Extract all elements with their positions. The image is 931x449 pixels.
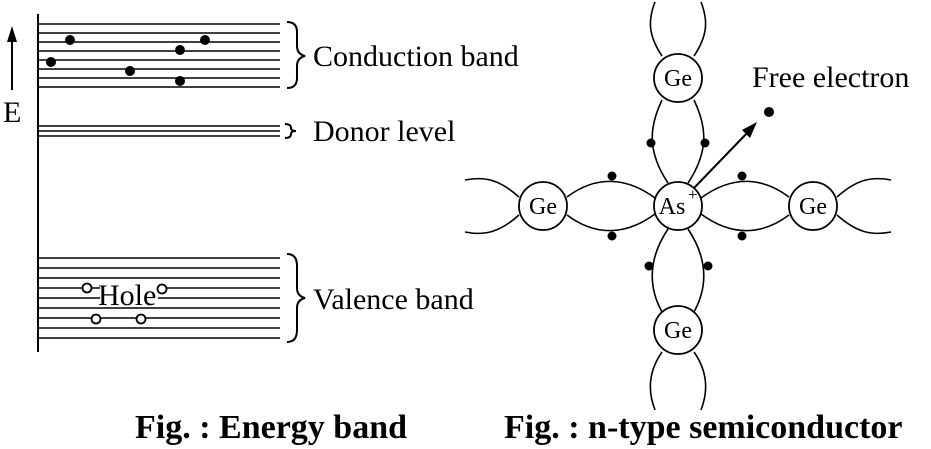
hole-circle bbox=[90, 313, 102, 325]
valence-holes bbox=[81, 282, 168, 325]
bond-line bbox=[464, 177, 520, 198]
n-type-semiconductor-diagram: Ge Ge Ge Ge As + Free electron Fig. : n-… bbox=[464, 1, 909, 446]
as-atom-center: As + bbox=[653, 181, 703, 231]
bond-line bbox=[566, 180, 656, 199]
n-type-caption: Fig. : n-type semiconductor bbox=[504, 409, 903, 446]
electron-dot bbox=[175, 76, 185, 86]
energy-axis-label: E bbox=[3, 96, 21, 129]
bond-line bbox=[836, 177, 892, 198]
electron-dot bbox=[65, 35, 75, 45]
hole-circle bbox=[135, 313, 147, 325]
bond-line bbox=[700, 213, 790, 232]
ge-atom-right: Ge bbox=[788, 181, 838, 231]
electron-dot bbox=[607, 171, 617, 181]
valence-band-lines bbox=[38, 257, 280, 339]
ge-atom-left: Ge bbox=[518, 181, 568, 231]
bonding-electrons bbox=[607, 138, 747, 271]
valence-band-label: Valence band bbox=[313, 283, 474, 316]
bond-line bbox=[693, 351, 707, 411]
as-atom-charge: + bbox=[688, 185, 698, 204]
conduction-band-label: Conduction band bbox=[313, 40, 519, 73]
ge-atom-bottom: Ge bbox=[653, 305, 703, 355]
electron-dot bbox=[46, 57, 56, 67]
bond-line bbox=[836, 214, 892, 235]
hole-label: Hole bbox=[98, 279, 156, 312]
bond-line bbox=[700, 180, 790, 199]
ge-atom-right-label: Ge bbox=[799, 194, 827, 220]
ge-atom-bottom-label: Ge bbox=[664, 318, 692, 344]
as-atom-label: As bbox=[659, 194, 686, 220]
bond-line bbox=[687, 228, 705, 313]
energy-arrow-head bbox=[7, 26, 17, 42]
valence-brace bbox=[286, 253, 306, 343]
free-electron-label: Free electron bbox=[752, 61, 909, 94]
bond-line bbox=[649, 1, 663, 57]
electron-dot bbox=[200, 35, 210, 45]
bond-line bbox=[651, 228, 669, 313]
conduction-band-lines bbox=[38, 23, 280, 88]
free-electron-arrow-shaft bbox=[693, 129, 751, 189]
bond-line bbox=[464, 214, 520, 235]
bond-line bbox=[566, 213, 656, 232]
donor-level-lines bbox=[38, 125, 280, 137]
energy-band-diagram: E Conduction band bbox=[3, 14, 519, 446]
bond-line bbox=[651, 99, 669, 184]
bond-line bbox=[649, 351, 663, 411]
bond-line bbox=[687, 99, 705, 184]
hole-label-background bbox=[100, 279, 158, 307]
conduction-brace bbox=[286, 21, 306, 89]
hole-circle bbox=[156, 283, 168, 295]
electron-dot bbox=[175, 45, 185, 55]
hole-circle bbox=[81, 282, 93, 294]
electron-dot bbox=[607, 231, 617, 241]
energy-band-caption: Fig. : Energy band bbox=[135, 409, 407, 446]
electron-dot bbox=[737, 231, 747, 241]
ge-atom-top: Ge bbox=[653, 53, 703, 103]
electron-dot bbox=[644, 261, 654, 271]
electron-dot bbox=[125, 66, 135, 76]
electron-dot bbox=[703, 261, 713, 271]
electron-dot bbox=[646, 138, 656, 148]
ge-atom-left-label: Ge bbox=[529, 194, 557, 220]
donor-level-label: Donor level bbox=[313, 115, 455, 148]
ge-atom-top-label: Ge bbox=[664, 66, 692, 92]
bond-line bbox=[693, 1, 707, 57]
free-electron-arrow-head bbox=[742, 122, 757, 138]
free-electron-dot bbox=[764, 107, 774, 117]
conduction-electrons bbox=[46, 35, 210, 86]
donor-brace bbox=[284, 123, 297, 139]
electron-dot bbox=[737, 171, 747, 181]
electron-dot bbox=[700, 138, 710, 148]
